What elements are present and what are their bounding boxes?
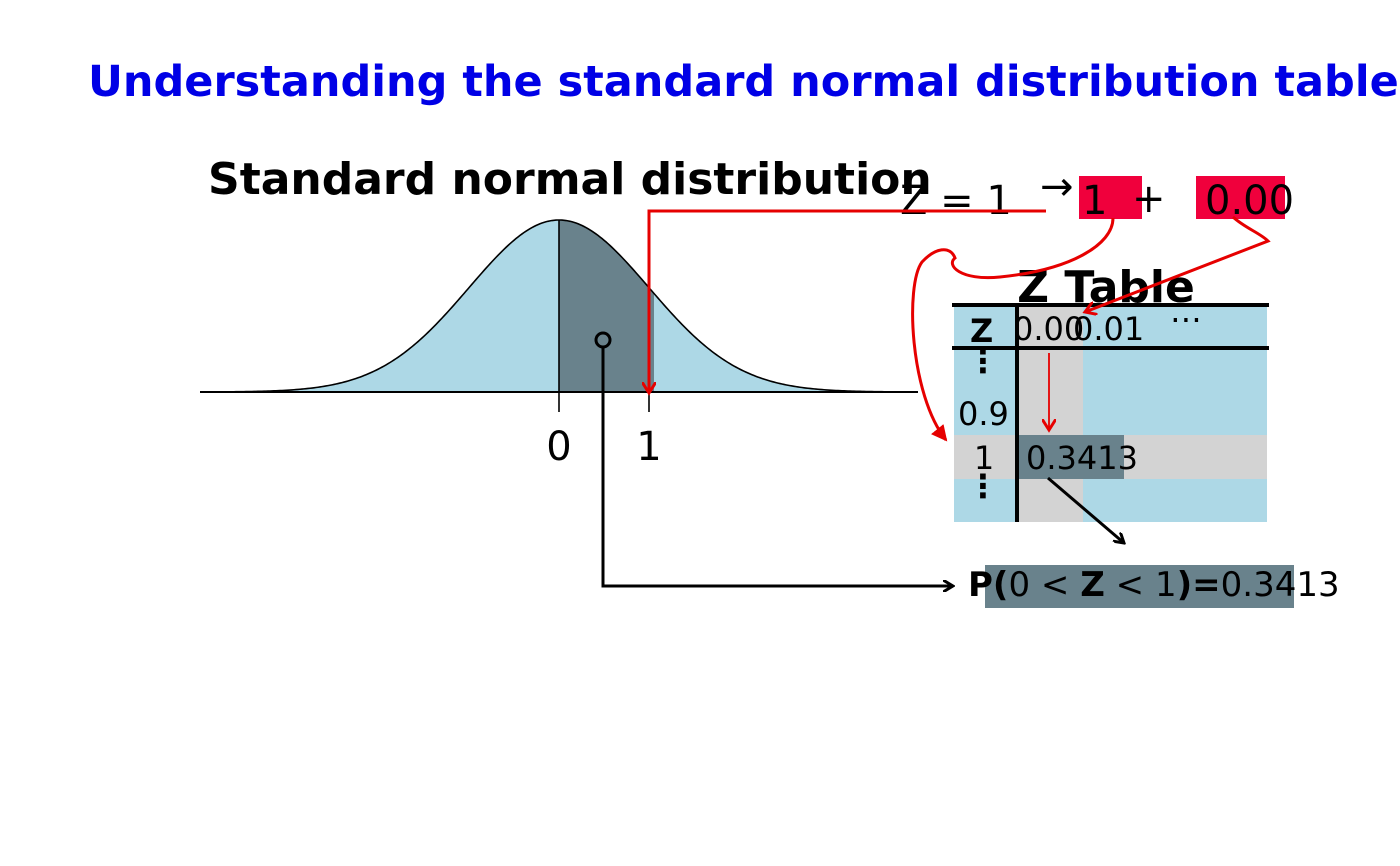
table-cell-value: 0.3413 (1026, 439, 1138, 477)
row-label-1: 1 (974, 439, 994, 477)
header-more-columns: ⋯ (1170, 300, 1202, 338)
row-dots-bottom: ⋮ (967, 467, 999, 505)
upper-bound: < 1 (1105, 565, 1177, 605)
z-to-axis-arrow (649, 209, 1046, 393)
tick-label-one: 1 (636, 424, 661, 470)
integer-part: 1 (1082, 178, 1107, 224)
z-variable: Z (1080, 565, 1105, 605)
normal-distribution-graph: Standard normal distribution 0 1 (199, 154, 932, 470)
decimal-part-highlight (1196, 176, 1285, 219)
probability-result: P(0 < Z < 1)=0.3413 (968, 565, 1340, 608)
column-highlight (1017, 306, 1083, 522)
header-col-000: 0.00 (1013, 310, 1084, 348)
p-open: P( (968, 565, 1008, 605)
tick-label-zero: 0 (546, 424, 571, 470)
z-decomposition: Z = 1 → 1 + 0.00 (900, 164, 1294, 224)
area-to-result-arrow (601, 347, 953, 586)
row-dots-top: ⋮ (967, 342, 999, 380)
plus-sign: + (1132, 176, 1166, 222)
header-col-001: 0.01 (1073, 310, 1144, 348)
probability-value: 0.3413 (1221, 565, 1340, 605)
result-highlight (985, 565, 1294, 608)
target-cell-highlight (1017, 435, 1124, 479)
decimal-part: 0.00 (1205, 178, 1294, 224)
connectors (594, 209, 1271, 586)
z-table-background (954, 306, 1267, 522)
row-label-09: 0.9 (958, 395, 1009, 433)
graph-heading: Standard normal distribution (208, 154, 932, 205)
header-z: Z (970, 312, 993, 350)
right-arrow-icon: → (1040, 164, 1074, 210)
decimal-to-column-arrow (1085, 215, 1271, 312)
close-equals: )= (1177, 565, 1221, 605)
page-title: Understanding the standard normal distri… (88, 57, 1399, 107)
lower-bound: 0 < (1008, 565, 1080, 605)
z-equals-one: Z = 1 (900, 178, 1012, 224)
probability-statement: P(0 < Z < 1)=0.3413 (968, 565, 1340, 605)
z-table: Z Table Z 0.00 0.01 ⋯ ⋮ 0.9 1 ⋮ 0.3413 (952, 262, 1269, 522)
integer-part-highlight (1079, 176, 1142, 219)
shaded-probability-area (559, 220, 654, 392)
integer-to-row-arrow (911, 217, 1115, 442)
cell-to-result-arrow (1047, 476, 1124, 543)
